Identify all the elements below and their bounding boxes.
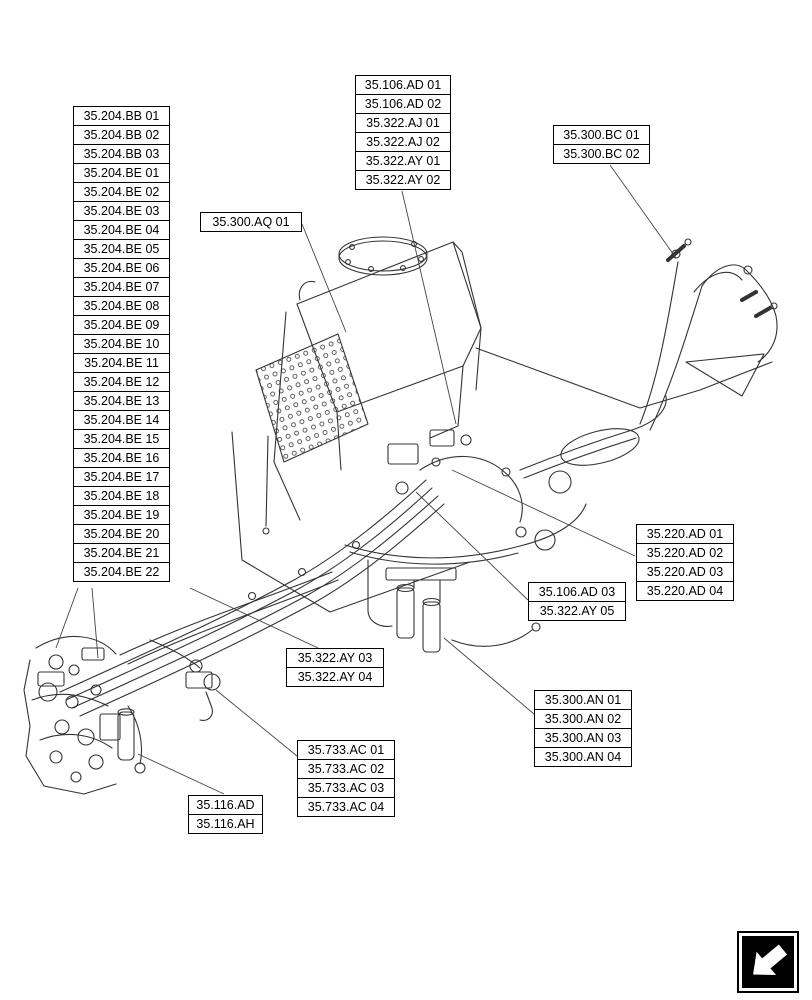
continuation-arrow-icon — [742, 936, 794, 988]
part-ref-label[interactable]: 35.204.BE 07 — [73, 277, 170, 297]
part-ref-label[interactable]: 35.300.AN 02 — [534, 709, 632, 729]
part-ref-label[interactable]: 35.204.BE 09 — [73, 315, 170, 335]
part-ref-label[interactable]: 35.204.BE 13 — [73, 391, 170, 411]
part-ref-label[interactable]: 35.106.AD 01 — [355, 75, 451, 95]
part-ref-label[interactable]: 35.116.AD — [188, 795, 263, 815]
part-ref-label[interactable]: 35.204.BE 10 — [73, 334, 170, 354]
part-ref-label[interactable]: 35.220.AD 02 — [636, 543, 734, 563]
part-ref-label[interactable]: 35.300.AN 03 — [534, 728, 632, 748]
part-ref-label[interactable]: 35.300.AQ 01 — [200, 212, 302, 232]
part-ref-label[interactable]: 35.204.BE 21 — [73, 543, 170, 563]
part-ref-label[interactable]: 35.204.BE 11 — [73, 353, 170, 373]
part-ref-label[interactable]: 35.322.AY 04 — [286, 667, 384, 687]
leader-lines — [55, 164, 677, 795]
part-ref-label[interactable]: 35.322.AJ 01 — [355, 113, 451, 133]
machine-line-art — [23, 236, 778, 795]
part-ref-label[interactable]: 35.204.BE 15 — [73, 429, 170, 449]
part-ref-label[interactable]: 35.300.BC 01 — [553, 125, 650, 145]
part-ref-label[interactable]: 35.204.BE 06 — [73, 258, 170, 278]
part-ref-label[interactable]: 35.220.AD 01 — [636, 524, 734, 544]
part-ref-label[interactable]: 35.204.BE 22 — [73, 562, 170, 582]
part-ref-label[interactable]: 35.733.AC 01 — [297, 740, 395, 760]
part-ref-label[interactable]: 35.733.AC 02 — [297, 759, 395, 779]
part-ref-label[interactable]: 35.204.BE 03 — [73, 201, 170, 221]
part-ref-label[interactable]: 35.204.BE 19 — [73, 505, 170, 525]
part-ref-label[interactable]: 35.733.AC 04 — [297, 797, 395, 817]
part-ref-label[interactable]: 35.322.AY 03 — [286, 648, 384, 668]
part-ref-label[interactable]: 35.204.BE 14 — [73, 410, 170, 430]
part-ref-label[interactable]: 35.106.AD 03 — [528, 582, 626, 602]
part-ref-label[interactable]: 35.204.BE 18 — [73, 486, 170, 506]
part-ref-label[interactable]: 35.204.BB 01 — [73, 106, 170, 126]
part-ref-label[interactable]: 35.204.BB 03 — [73, 144, 170, 164]
part-ref-label[interactable]: 35.322.AJ 02 — [355, 132, 451, 152]
part-ref-label[interactable]: 35.204.BE 16 — [73, 448, 170, 468]
part-ref-label[interactable]: 35.322.AY 01 — [355, 151, 451, 171]
part-ref-label[interactable]: 35.220.AD 04 — [636, 581, 734, 601]
part-ref-label[interactable]: 35.204.BE 20 — [73, 524, 170, 544]
part-ref-label[interactable]: 35.300.AN 04 — [534, 747, 632, 767]
label-group-platform: 35.300.AQ 01 — [200, 212, 302, 232]
part-ref-label[interactable]: 35.204.BE 17 — [73, 467, 170, 487]
part-ref-label[interactable]: 35.204.BE 04 — [73, 220, 170, 240]
part-ref-label[interactable]: 35.322.AY 02 — [355, 170, 451, 190]
part-ref-label[interactable]: 35.300.AN 01 — [534, 690, 632, 710]
part-ref-label[interactable]: 35.300.BC 02 — [553, 144, 650, 164]
part-ref-label[interactable]: 35.204.BE 08 — [73, 296, 170, 316]
part-ref-label[interactable]: 35.204.BE 12 — [73, 372, 170, 392]
part-ref-label[interactable]: 35.204.BE 01 — [73, 163, 170, 183]
part-ref-label[interactable]: 35.116.AH — [188, 814, 263, 834]
part-ref-label[interactable]: 35.204.BB 02 — [73, 125, 170, 145]
part-ref-label[interactable]: 35.220.AD 03 — [636, 562, 734, 582]
part-ref-label[interactable]: 35.204.BE 02 — [73, 182, 170, 202]
next-page-button[interactable] — [737, 931, 799, 993]
part-ref-label[interactable]: 35.322.AY 05 — [528, 601, 626, 621]
part-ref-label[interactable]: 35.733.AC 03 — [297, 778, 395, 798]
part-ref-label[interactable]: 35.106.AD 02 — [355, 94, 451, 114]
part-ref-label[interactable]: 35.204.BE 05 — [73, 239, 170, 259]
